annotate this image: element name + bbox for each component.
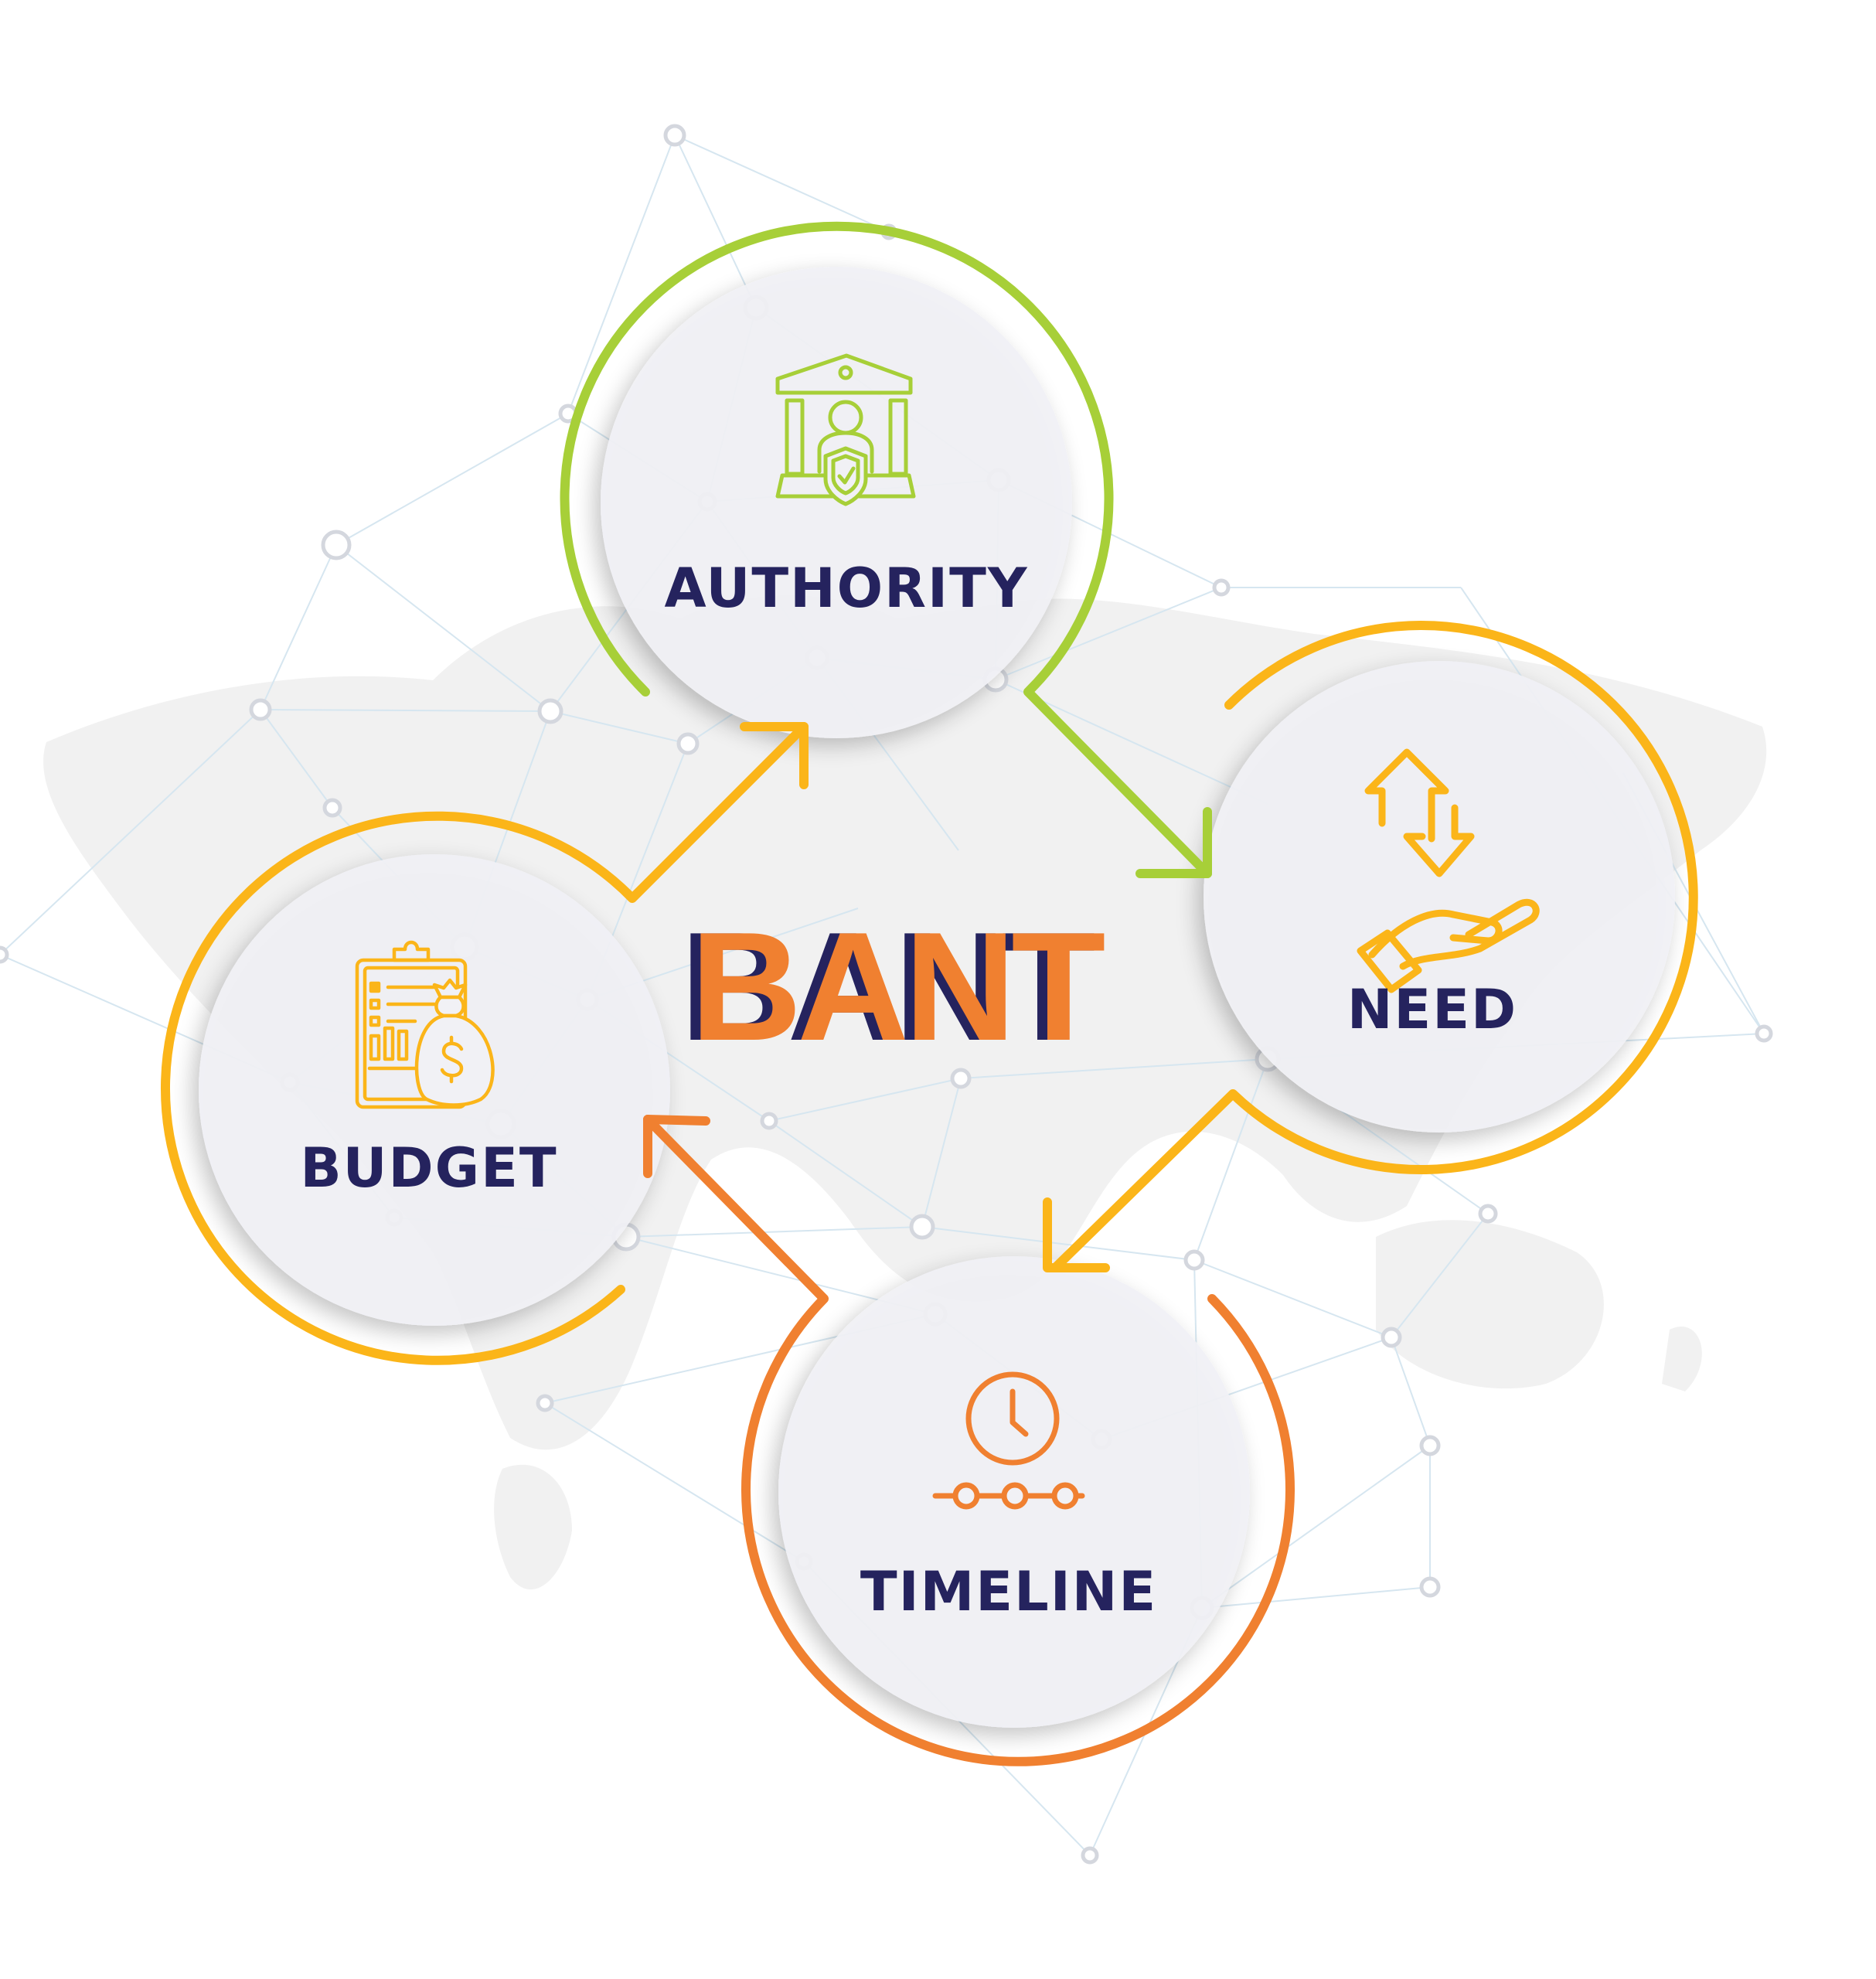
timeline-ring — [643, 1115, 1295, 1766]
need-disk — [1204, 661, 1675, 1133]
authority-ring — [560, 221, 1212, 878]
authority-disk — [601, 267, 1072, 738]
budget-label: BUDGET — [300, 1136, 557, 1200]
bank-authority-shield-icon — [775, 353, 916, 506]
need-label: NEED — [1347, 978, 1517, 1041]
clipboard-money-bag-icon — [355, 940, 495, 1109]
need-ring — [1043, 621, 1698, 1272]
bant-title-shadow: BANT — [680, 901, 1095, 1073]
clock-timeline-icon — [932, 1371, 1085, 1510]
timeline-label: TIMELINE — [860, 1560, 1157, 1623]
bant-title: BANT BANT — [680, 901, 1109, 1073]
hand-arrows-up-down-icon — [1357, 748, 1540, 993]
budget-ring — [161, 722, 809, 1365]
authority-label: AUTHORITY — [664, 557, 1028, 620]
bant-title-front: BANT — [690, 901, 1105, 1073]
